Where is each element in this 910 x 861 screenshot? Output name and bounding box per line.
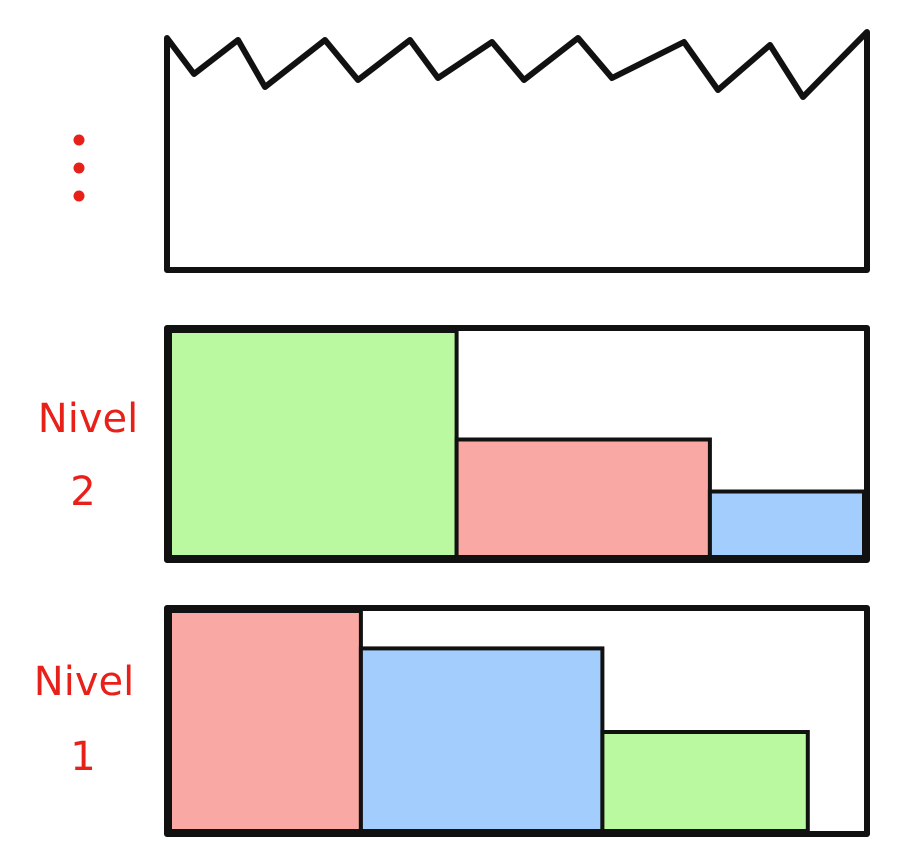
- level-1-block-blue: [358, 646, 605, 834]
- ellipsis-dot: [73, 162, 85, 174]
- upper-levels-box: [164, 29, 870, 273]
- level-2-label-word: Nivel: [38, 396, 138, 442]
- level-1-label-word: Nivel: [34, 659, 134, 705]
- level-1-blocks: [168, 609, 810, 834]
- level-1-label-number: 1: [70, 734, 95, 780]
- level-2-box: [164, 325, 870, 563]
- level-2-blocks: [168, 329, 867, 559]
- level-2-label-number: 2: [70, 469, 95, 515]
- level-1-block-green: [600, 730, 810, 833]
- level-2-block-green: [168, 329, 459, 559]
- level-2-block-red: [454, 437, 712, 559]
- level-1-box: [164, 605, 870, 837]
- ellipsis-dot: [73, 134, 85, 146]
- level-2-block-blue: [707, 489, 867, 559]
- ellipsis-dot: [73, 190, 85, 202]
- ellipsis-label: [73, 134, 85, 202]
- level-1-block-red: [168, 609, 363, 833]
